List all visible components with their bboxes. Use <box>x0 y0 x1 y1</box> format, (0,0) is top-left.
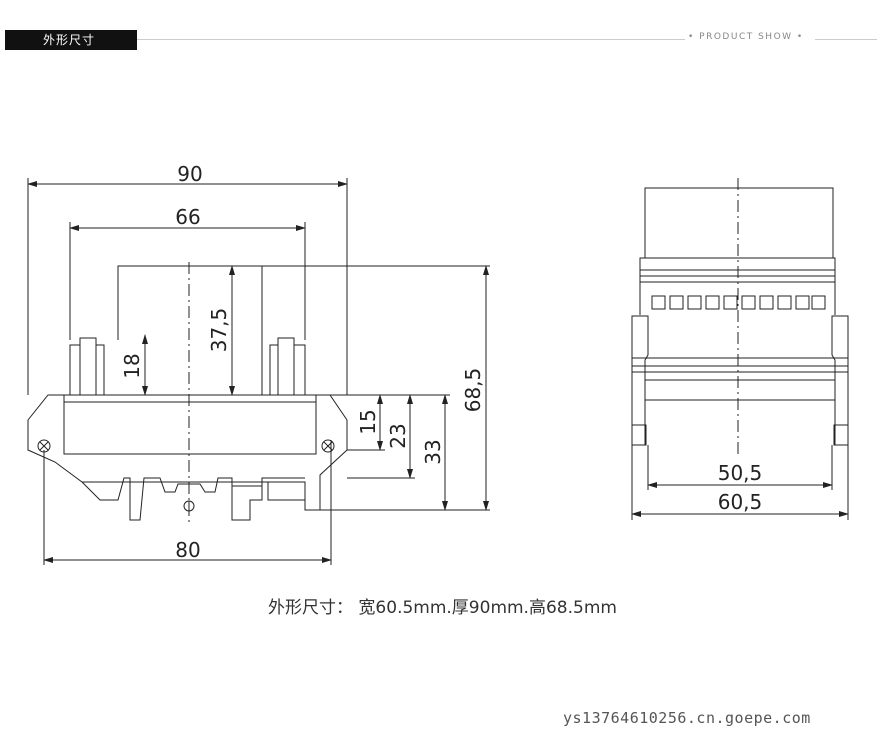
dim-label-66: 66 <box>175 205 200 229</box>
watermark-url: ys13764610256.cn.goepe.com <box>563 709 811 727</box>
product-show-label: • PRODUCT SHOW • <box>688 32 804 42</box>
dim-label-68-5: 68,5 <box>461 368 485 413</box>
terminal-row <box>651 295 826 310</box>
dim-label-37-5: 37,5 <box>207 308 231 353</box>
dim-label-23: 23 <box>386 423 410 448</box>
dim-label-15: 15 <box>356 409 380 434</box>
header-divider <box>137 39 685 40</box>
dim-label-50-5: 50,5 <box>718 461 763 485</box>
dim-label-90: 90 <box>177 162 202 186</box>
dim-label-80: 80 <box>175 538 200 562</box>
dim-label-60-5: 60,5 <box>718 490 763 514</box>
dim-label-18: 18 <box>120 353 144 378</box>
header-divider-right <box>815 39 877 40</box>
dimension-caption: 外形尺寸： 宽60.5mm.厚90mm.高68.5mm <box>268 598 617 618</box>
dim-label-33: 33 <box>421 439 445 464</box>
section-title-tag: 外形尺寸 <box>5 30 137 50</box>
side-top-block <box>644 187 834 259</box>
